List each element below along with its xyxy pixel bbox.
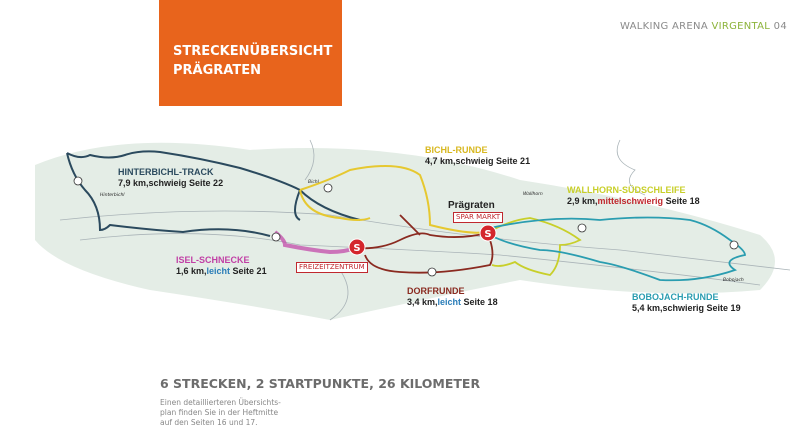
route-wallhorn	[486, 217, 582, 276]
route-page: Seite 19	[704, 303, 741, 313]
route-length: 3,4 km,	[407, 297, 438, 307]
route-difficulty: leicht	[206, 266, 231, 276]
summary-heading: 6 STRECKEN, 2 STARTPUNKTE, 26 KILOMETER	[160, 376, 481, 391]
place-hinterbichl: Hinterbichl	[100, 193, 125, 198]
roads	[59, 139, 791, 321]
marker-2	[577, 223, 587, 233]
title-line1: STRECKENÜBERSICHT	[173, 44, 333, 59]
route-name: ISEL-SCHNECKE	[176, 255, 250, 265]
place-bichl: Bichl	[308, 180, 319, 185]
route-page: Seite 21	[230, 266, 267, 276]
title-box: STRECKENÜBERSICHT PRÄGRATEN	[159, 0, 342, 106]
start-marker-label: S	[353, 243, 360, 254]
marker-4	[271, 232, 281, 242]
route-length: 4,7 km,	[425, 156, 456, 166]
route-difficulty: schwierig	[662, 303, 705, 313]
summary-line: Einen detaillierteren Übersichts-	[160, 398, 281, 407]
route-difficulty: mittelschwierig	[597, 196, 664, 206]
header-accent: VIRGENTAL	[711, 21, 771, 32]
route-page: Seite 18	[663, 196, 700, 206]
header-text: WALKING ARENA	[619, 21, 712, 32]
badge-freizeitzentrum: FREIZEITZENTRUM	[296, 262, 368, 273]
route-difficulty: schwieig	[148, 178, 187, 188]
marker-6	[73, 176, 83, 186]
page-header: WALKING ARENA VIRGENTAL 04	[620, 21, 787, 32]
route-page: Seite 21	[493, 156, 531, 166]
badge-spar-markt: SPAR MARKT	[453, 212, 504, 223]
route-number-markers	[73, 176, 739, 277]
start-marker-freizeit	[348, 238, 366, 256]
route-length: 2,9 km,	[567, 196, 598, 206]
route-difficulty: schwieig	[455, 156, 494, 166]
marker-3	[729, 240, 739, 250]
route-difficulty: leicht	[437, 297, 462, 307]
route-length: 7,9 km,	[118, 178, 149, 188]
place-pragraten: Prägraten	[448, 200, 495, 211]
route-name: DORFRUNDE	[407, 286, 465, 296]
valley-area	[35, 142, 775, 320]
route-bichl	[299, 165, 486, 234]
route-name: BICHL-RUNDE	[425, 145, 488, 155]
marker-1	[427, 267, 437, 277]
route-length: 5,4 km,	[632, 303, 663, 313]
marker-5	[323, 183, 333, 193]
route-dorf	[354, 214, 494, 274]
route-page: Seite 18	[461, 297, 498, 307]
start-marker-label: S	[484, 229, 491, 240]
route-name: HINTERBICHL-TRACK	[118, 167, 214, 177]
start-marker-spar	[479, 224, 497, 242]
route-page: Seite 22	[186, 178, 224, 188]
route-isel	[273, 230, 356, 255]
route-length: 1,6 km,	[176, 266, 207, 276]
summary-line: auf den Seiten 16 und 17.	[160, 418, 258, 427]
place-wallhorn: Wallhorn	[523, 192, 543, 197]
route-bobojach	[489, 216, 746, 282]
place-bobojach: Bobojach	[723, 278, 744, 283]
route-name: WALLHORN-SÜDSCHLEIFE	[567, 185, 686, 195]
page-number: 04	[770, 21, 787, 32]
title-line2: PRÄGRATEN	[173, 63, 261, 78]
summary-line: plan finden Sie in der Heftmitte	[160, 408, 279, 417]
summary-text: Einen detaillierteren Übersichts- plan f…	[160, 398, 281, 428]
route-name: BOBOJACH-RUNDE	[632, 292, 719, 302]
